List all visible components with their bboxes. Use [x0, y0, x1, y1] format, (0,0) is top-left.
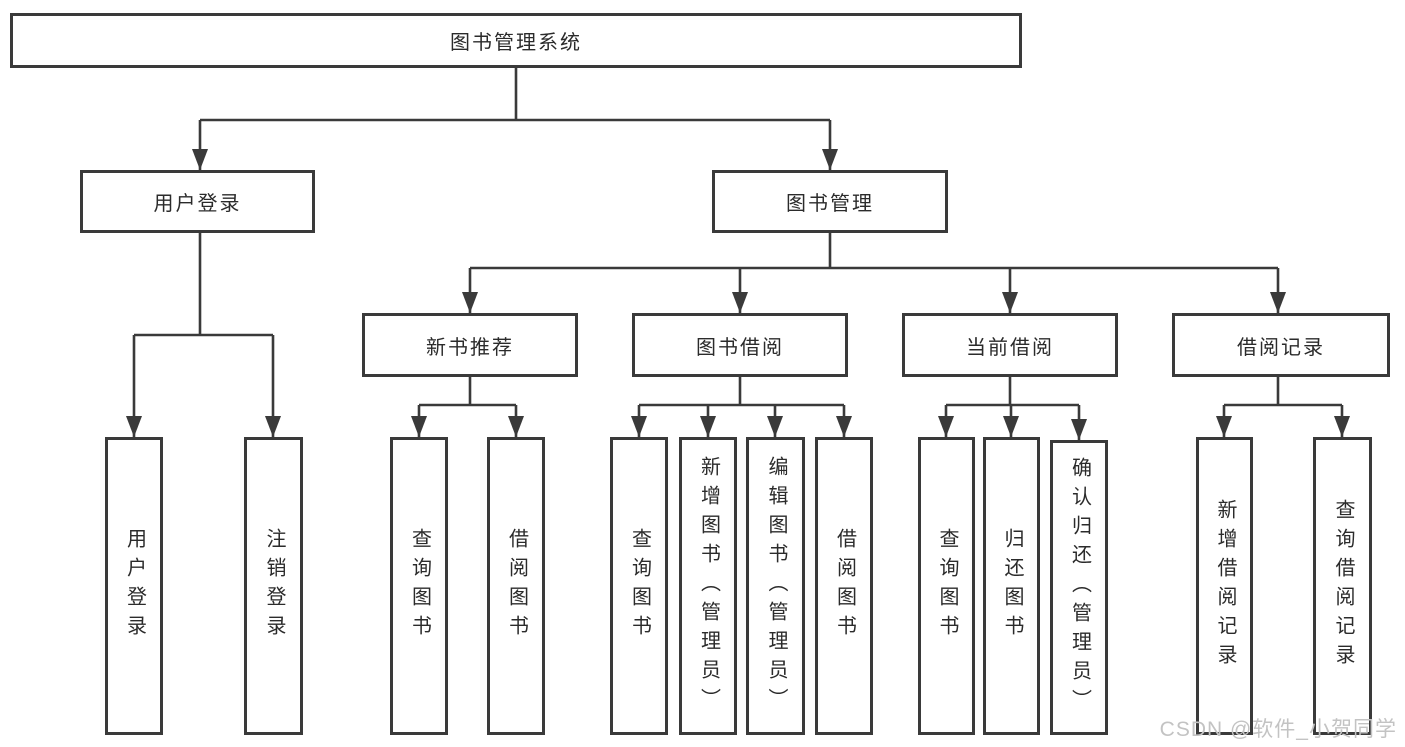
leaf-confirm-return-admin: 确认归还（管理员） — [1050, 440, 1108, 735]
leaf-logout: 注销登录 — [244, 437, 303, 735]
leaf-return-book: 归还图书 — [983, 437, 1040, 735]
leaf-borrow-book-recommend: 借阅图书 — [487, 437, 545, 735]
leaf-borrow-book: 借阅图书 — [815, 437, 873, 735]
node-borrow-record: 借阅记录 — [1172, 313, 1390, 377]
leaf-add-book-admin: 新增图书（管理员） — [679, 437, 737, 735]
node-book-management: 图书管理 — [712, 170, 948, 233]
leaf-edit-book-admin: 编辑图书（管理员） — [746, 437, 805, 735]
node-new-book-recommend: 新书推荐 — [362, 313, 578, 377]
leaf-add-borrow-record: 新增借阅记录 — [1196, 437, 1253, 735]
leaf-user-login: 用户登录 — [105, 437, 163, 735]
node-system-root: 图书管理系统 — [10, 13, 1022, 68]
node-user-login: 用户登录 — [80, 170, 315, 233]
node-current-borrow: 当前借阅 — [902, 313, 1118, 377]
leaf-query-book-current: 查询图书 — [918, 437, 975, 735]
leaf-query-borrow-record: 查询借阅记录 — [1313, 437, 1372, 735]
csdn-watermark: CSDN @软件_小贺同学 — [1159, 718, 1397, 741]
node-book-borrow: 图书借阅 — [632, 313, 848, 377]
leaf-query-book-borrow: 查询图书 — [610, 437, 668, 735]
leaf-query-book-recommend: 查询图书 — [390, 437, 448, 735]
